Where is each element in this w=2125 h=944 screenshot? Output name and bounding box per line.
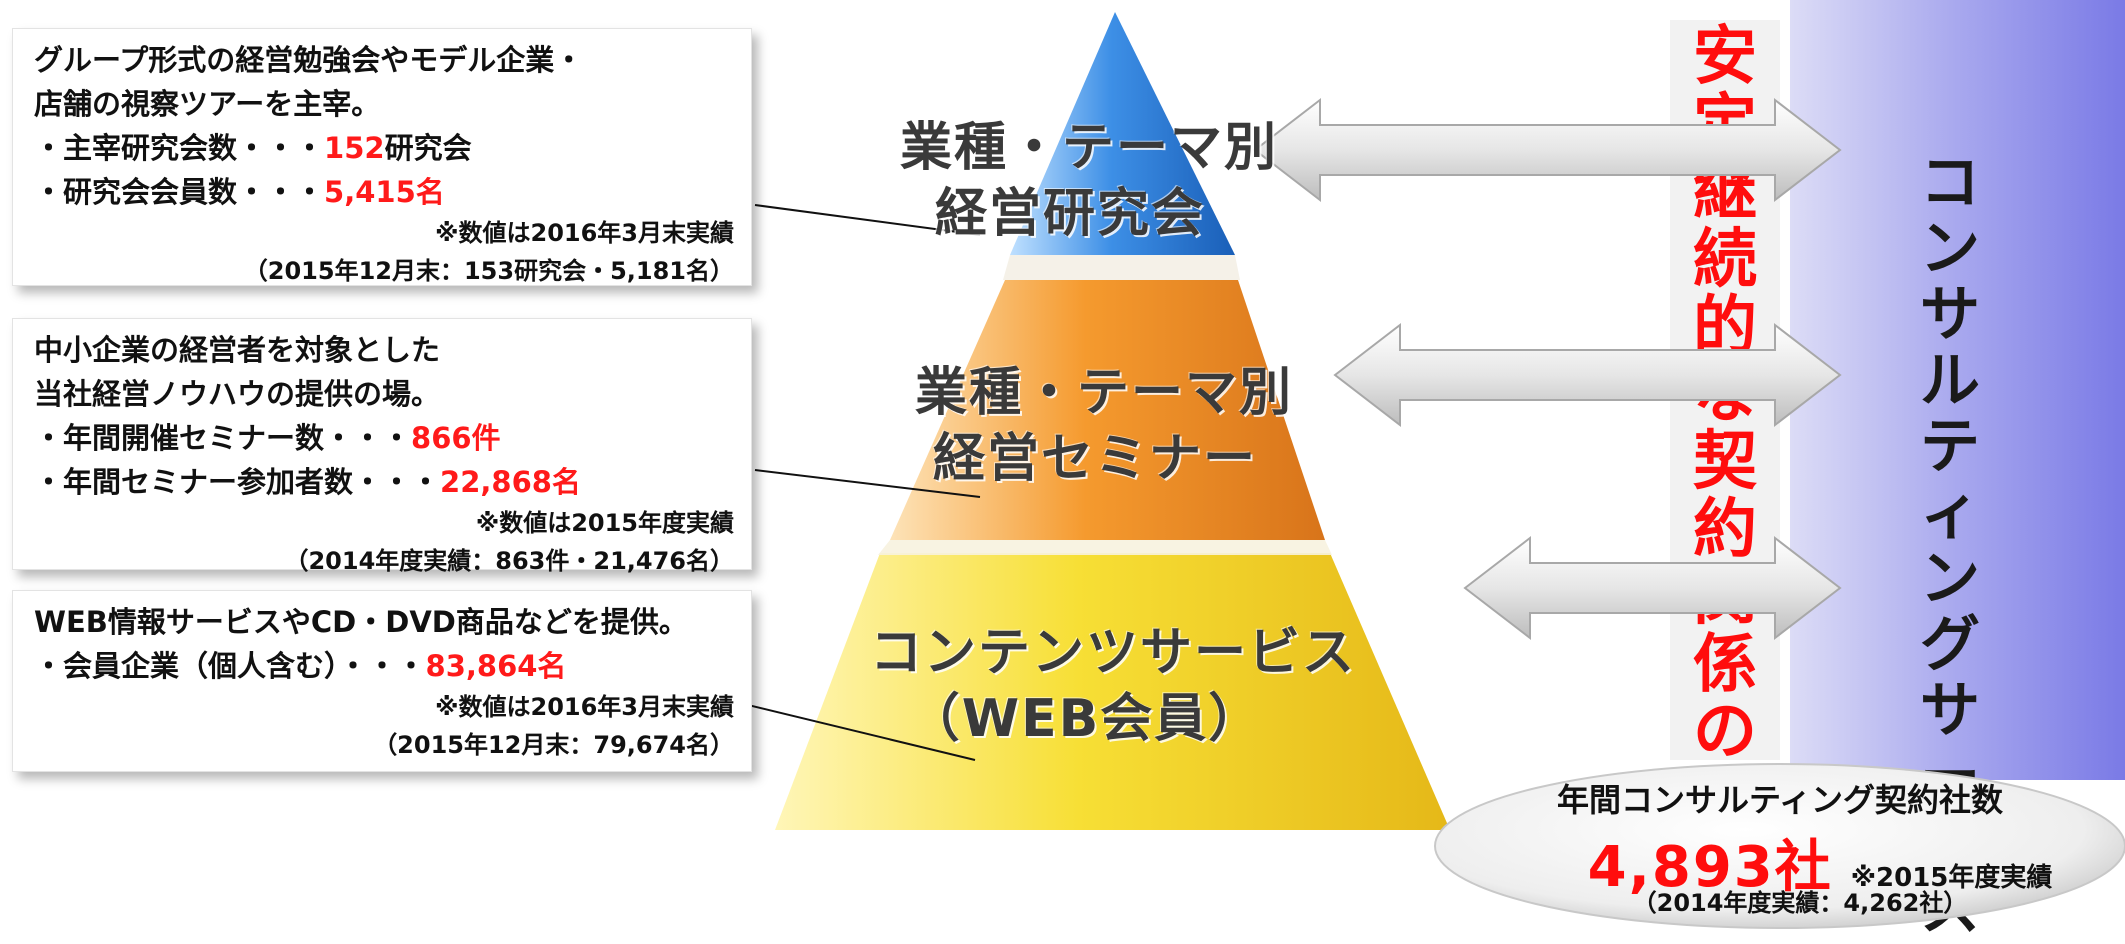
box-prev: （2014年度実績：863件・21,476名）	[284, 547, 734, 575]
box-stat: ・会員企業（個人含む）・・・83,864名	[34, 644, 734, 688]
vertical-char: コ	[1920, 148, 1980, 218]
vertical-char: 続	[1693, 222, 1757, 297]
leader-line-seminar	[754, 469, 981, 498]
box-text: 中小企業の経営者を対象とした	[34, 333, 441, 367]
vertical-char: の	[1693, 695, 1757, 769]
vertical-char: ィ	[1920, 478, 1980, 548]
vertical-char: サ	[1920, 280, 1980, 350]
box-prev: （2015年12月末：153研究会・5,181名）	[243, 257, 734, 285]
leader-line-web	[714, 696, 976, 761]
box-stat: ・年間セミナー参加者数・・・22,868名	[34, 460, 734, 504]
vertical-char: ン	[1920, 544, 1980, 614]
box-stat: ・主宰研究会数・・・152研究会	[34, 126, 734, 170]
box-text: 当社経営ノウハウの提供の場。	[34, 377, 441, 411]
vertical-char: 契	[1693, 425, 1757, 499]
tier-label-line: コンテンツサービス	[870, 623, 1357, 683]
pyramid-tier-research	[1010, 12, 1235, 255]
vertical-char: テ	[1920, 412, 1980, 482]
tier-label-seminar: 業種・テーマ別 経営セミナー	[915, 360, 1294, 492]
vertical-char: ン	[1920, 214, 1980, 284]
seminar-info-box: 中小企業の経営者を対象とした 当社経営ノウハウの提供の場。 ・年間開催セミナー数…	[12, 318, 752, 575]
pyramid-tier-web	[775, 553, 1450, 830]
stat-label: ・年間開催セミナー数・・・	[34, 421, 412, 455]
leader-line-research	[754, 204, 981, 236]
box-text: グループ形式の経営勉強会やモデル企業・	[34, 43, 584, 77]
vertical-char: ル	[1920, 346, 1980, 416]
tier-label-line: （WEB会員）	[907, 689, 1263, 749]
double-arrow-research	[1253, 97, 1842, 203]
stat-label: ・会員企業（個人含む）・・・	[34, 649, 426, 683]
vertical-char: 係	[1693, 627, 1757, 702]
stat-value: 22,868名	[440, 465, 581, 499]
box-note: ※数値は2015年度実績	[475, 509, 734, 537]
vertical-char: 約	[1693, 492, 1757, 567]
vertical-char: サ	[1920, 676, 1980, 746]
stat-value: 83,864名	[425, 649, 567, 683]
stat-label: ・研究会会員数・・・	[34, 175, 325, 209]
stats-line: 4,893社 ※2015年度実績	[1540, 822, 2100, 903]
vertical-char: グ	[1920, 610, 1980, 680]
tier-label-research: 業種・テーマ別 経営研究会	[900, 115, 1279, 247]
box-prev: （2015年12月末：79,674名）	[373, 731, 734, 759]
tier-label-line: 業種・テーマ別	[900, 118, 1279, 178]
stat-value: 152	[324, 131, 385, 165]
stat-label: ・年間セミナー参加者数・・・	[34, 465, 441, 499]
box-stat: ・研究会会員数・・・5,415名	[34, 170, 734, 214]
tier-label-line: 経営セミナー	[932, 429, 1257, 489]
stats-note: ※2015年度実績	[1850, 863, 2053, 893]
vertical-char: 安	[1693, 20, 1757, 94]
stats-ellipse	[1434, 763, 2125, 929]
box-text: WEB情報サービスやCD・DVD商品などを提供。	[34, 605, 688, 639]
double-arrow-web	[1463, 535, 1842, 641]
stats-value: 4,893社	[1587, 835, 1833, 900]
double-arrow-seminar	[1333, 322, 1842, 428]
stats-title: 年間コンサルティング契約社数	[1556, 781, 2004, 819]
pyramid-tier-seminar	[890, 280, 1325, 540]
stats-prev: （2014年度実績：4,262社）	[1632, 889, 1968, 917]
tier-label-line: 経営研究会	[934, 184, 1205, 244]
box-stat: ・年間開催セミナー数・・・866件	[34, 416, 734, 460]
stat-value: 866件	[411, 421, 501, 455]
stat-label: ・主宰研究会数・・・	[34, 131, 325, 165]
web-info-box: WEB情報サービスやCD・DVD商品などを提供。 ・会員企業（個人含む）・・・8…	[12, 590, 752, 772]
consulting-service-panel	[1790, 0, 2125, 780]
tier-label-web: コンテンツサービス （WEB会員）	[870, 620, 1357, 752]
box-text: 店舗の視察ツアーを主宰。	[34, 87, 381, 121]
research-info-box: グループ形式の経営勉強会やモデル企業・ 店舗の視察ツアーを主宰。 ・主宰研究会数…	[12, 28, 752, 286]
box-note: ※数値は2016年3月末実績	[435, 219, 734, 247]
box-note: ※数値は2016年3月末実績	[435, 693, 734, 721]
stat-value: 5,415名	[324, 175, 445, 209]
stat-unit: 研究会	[384, 131, 472, 165]
tier-label-line: 業種・テーマ別	[915, 363, 1294, 423]
